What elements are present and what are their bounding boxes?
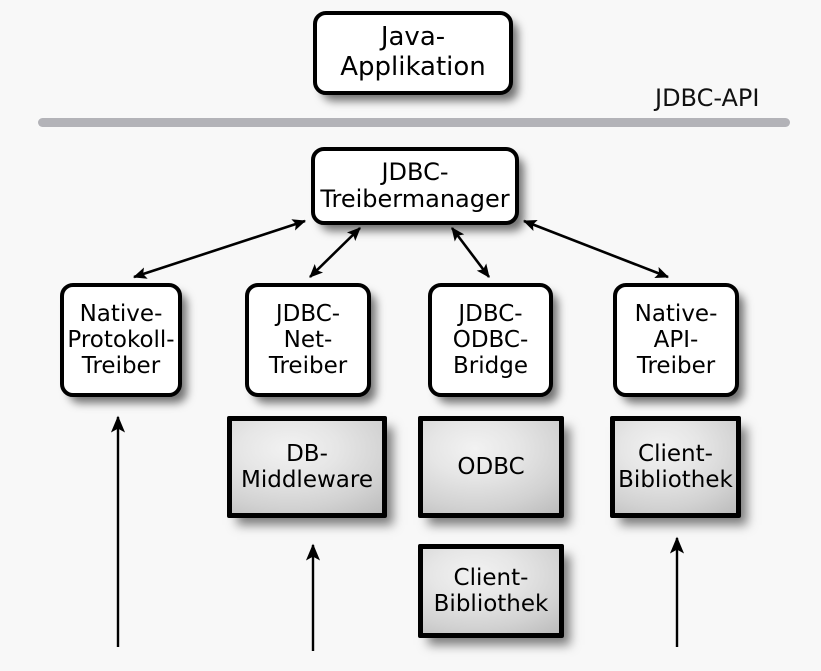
node-client-library-right[interactable]: Client- Bibliothek [610, 416, 741, 518]
node-db-middleware-label: DB- Middleware [241, 440, 373, 493]
node-client-library-center-label: Client- Bibliothek [433, 564, 549, 617]
jdbc-api-layer-bar [38, 118, 790, 127]
arrow-native-api-to-manager [522, 219, 670, 279]
node-client-library-center[interactable]: Client- Bibliothek [418, 544, 564, 638]
node-odbc[interactable]: ODBC [418, 416, 564, 518]
node-java-application-label: Java- Applikation [340, 22, 486, 82]
node-native-protocol-driver[interactable]: Native- Protokoll- Treiber [60, 283, 182, 397]
node-java-application[interactable]: Java- Applikation [313, 11, 513, 95]
arrow-jdbc-odbc-to-manager [450, 227, 491, 278]
node-db-middleware[interactable]: DB- Middleware [227, 416, 387, 518]
node-native-api-driver[interactable]: Native- API- Treiber [613, 283, 739, 397]
arrow-jdbc-net-to-manager [309, 227, 361, 278]
arrow-native-protocol-to-manager [132, 219, 307, 279]
node-jdbc-odbc-bridge-label: JDBC- ODBC- Bridge [452, 300, 529, 380]
node-client-library-right-label: Client- Bibliothek [618, 440, 733, 493]
node-jdbc-driver-manager[interactable]: JDBC- Treibermanager [311, 147, 519, 225]
node-jdbc-net-driver[interactable]: JDBC- Net- Treiber [245, 283, 371, 397]
node-jdbc-odbc-bridge[interactable]: JDBC- ODBC- Bridge [428, 283, 553, 397]
node-native-protocol-driver-label: Native- Protokoll- Treiber [67, 300, 175, 380]
node-native-api-driver-label: Native- API- Treiber [634, 300, 718, 380]
node-odbc-label: ODBC [457, 453, 525, 480]
jdbc-api-caption: JDBC-API [655, 84, 760, 112]
node-jdbc-driver-manager-label: JDBC- Treibermanager [320, 157, 510, 213]
node-jdbc-net-driver-label: JDBC- Net- Treiber [268, 300, 348, 380]
